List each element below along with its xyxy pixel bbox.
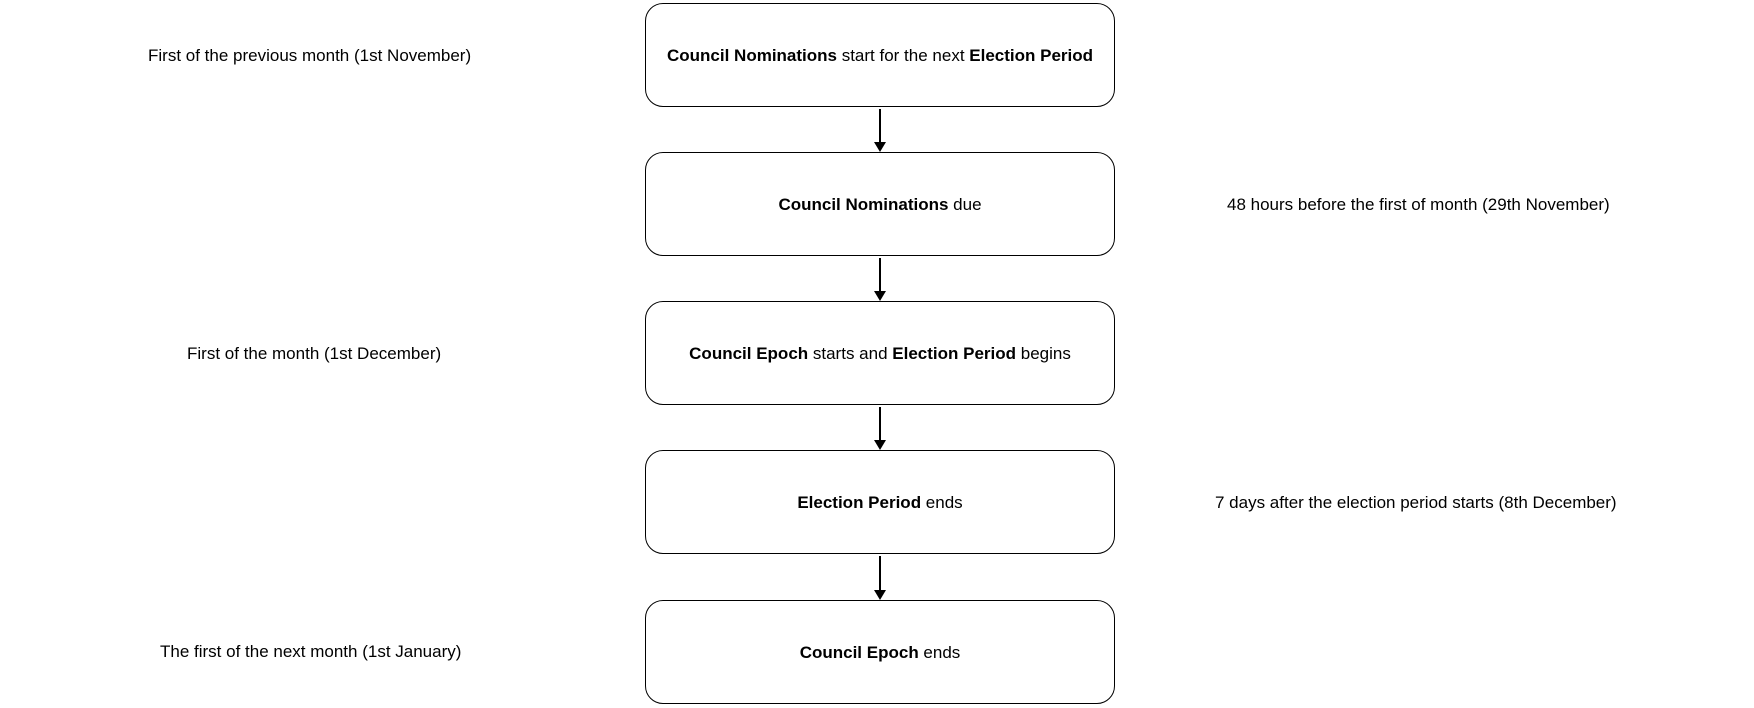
arrow-line: [879, 258, 881, 291]
flow-node-label: Council Nominations start for the next E…: [667, 45, 1093, 66]
flow-node-label: Council Epoch starts and Election Period…: [689, 343, 1071, 364]
node-label-segment: due: [948, 194, 982, 214]
arrow-head-down-icon: [874, 291, 886, 301]
arrow-line: [879, 109, 881, 142]
node-label-segment: Council Nominations: [666, 45, 837, 65]
node-label-segment: ends: [918, 642, 961, 662]
node-label-segment: Election Period: [892, 343, 1017, 363]
flow-arrow-3: [873, 407, 887, 450]
arrow-head-down-icon: [874, 440, 886, 450]
flow-node-label: Council Nominations due: [778, 194, 981, 215]
arrow-head-down-icon: [874, 142, 886, 152]
node-label-segment: Council Nominations: [778, 194, 949, 214]
arrow-line: [879, 556, 881, 590]
flow-arrow-1: [873, 109, 887, 152]
annotation-epoch-start-date: First of the month (1st December): [187, 344, 442, 363]
flow-node-label: Council Epoch ends: [800, 642, 961, 663]
node-label-segment: begins: [1016, 343, 1071, 363]
flow-node-council-epoch-ends: Council Epoch ends: [645, 600, 1115, 704]
node-label-segment: Council Epoch: [799, 642, 919, 662]
annotation-election-period-end-date: 7 days after the election period starts …: [1215, 493, 1617, 512]
node-label-segment: ends: [921, 492, 963, 512]
arrow-head-down-icon: [874, 590, 886, 600]
node-label-segment: Council Epoch: [689, 343, 809, 363]
flow-node-council-epoch-starts: Council Epoch starts and Election Period…: [645, 301, 1115, 405]
flow-arrow-2: [873, 258, 887, 301]
annotation-epoch-end-date: The first of the next month (1st January…: [160, 642, 462, 661]
annotation-nominations-due-date: 48 hours before the first of month (29th…: [1227, 195, 1610, 214]
annotation-nominations-start-date: First of the previous month (1st Novembe…: [148, 46, 472, 65]
flow-node-council-nominations-due: Council Nominations due: [645, 152, 1115, 256]
node-label-segment: start for the next: [836, 45, 970, 65]
flow-node-label: Election Period ends: [797, 492, 962, 513]
node-label-segment: Election Period: [969, 45, 1094, 65]
flow-node-election-period-ends: Election Period ends: [645, 450, 1115, 554]
flow-node-council-nominations-start: Council Nominations start for the next E…: [645, 3, 1115, 107]
arrow-line: [879, 407, 881, 440]
node-label-segment: starts and: [808, 343, 893, 363]
flow-arrow-4: [873, 556, 887, 600]
node-label-segment: Election Period: [797, 492, 922, 512]
